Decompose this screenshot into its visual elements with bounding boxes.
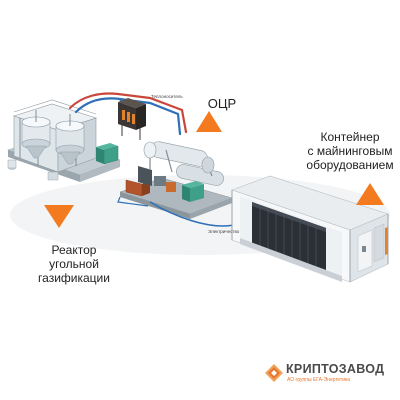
mining-container-illustration	[231, 175, 389, 283]
reactor-label-line-3: газификации	[38, 271, 110, 285]
gasification-reactor-illustration	[7, 99, 121, 182]
reactor-label-line-2: угольной	[49, 257, 99, 271]
orc-unit-illustration	[119, 141, 233, 219]
heat-recovery-unit-illustration	[118, 98, 146, 140]
heat-carrier-label: Теплоноситель	[151, 94, 183, 99]
container-label-line-3: оборудованием	[306, 158, 394, 172]
kriptozavod-logo-icon	[265, 364, 283, 382]
logo-name: КРИПТОЗАВОД	[286, 362, 385, 376]
reactor-label-line-1: Реактор	[51, 243, 97, 257]
arrow-up-icon	[196, 111, 222, 132]
arrow-up-icon	[356, 183, 384, 205]
container-label-line-1: Контейнер	[320, 130, 380, 144]
container-label: Контейнер с майнинговым оборудованием	[305, 130, 395, 172]
orc-label: ОЦР	[207, 96, 237, 111]
electricity-label: Электричество	[208, 229, 240, 234]
container-label-line-2: с майнинговым	[307, 144, 393, 158]
reactor-label: Реактор угольной газификации	[30, 243, 118, 285]
kriptozavod-logo: КРИПТОЗАВОД АО группы ЕГА-Энергетика	[262, 360, 398, 388]
logo-subtitle: АО группы ЕГА-Энергетика	[287, 377, 351, 383]
arrow-down-icon	[44, 205, 74, 228]
electricity-cable-branch	[117, 196, 149, 207]
